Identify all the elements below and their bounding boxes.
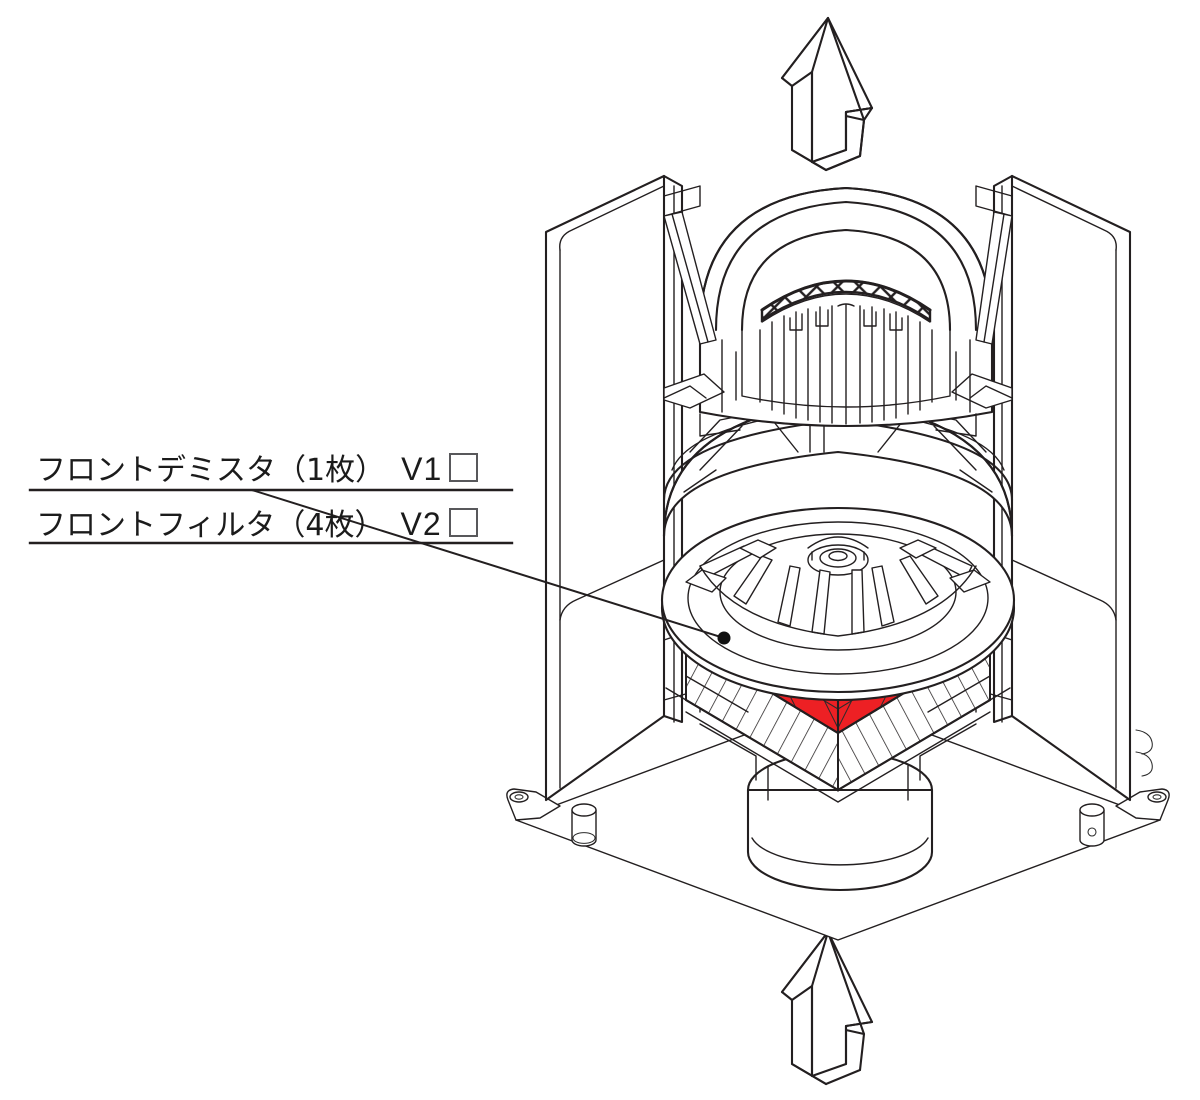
boss-left bbox=[571, 803, 597, 847]
airflow-arrow-top-icon bbox=[780, 16, 874, 172]
motor-fins bbox=[759, 304, 933, 425]
motor-drum bbox=[663, 186, 1013, 437]
impeller bbox=[660, 506, 1016, 702]
airflow-arrow-bottom-icon bbox=[780, 930, 874, 1086]
mesh-grille-icon bbox=[760, 279, 932, 323]
label-rules bbox=[28, 488, 514, 545]
leader-dot bbox=[717, 631, 731, 645]
left-panel bbox=[544, 174, 701, 802]
boss-right bbox=[1079, 803, 1105, 847]
callout-leader bbox=[251, 489, 731, 645]
